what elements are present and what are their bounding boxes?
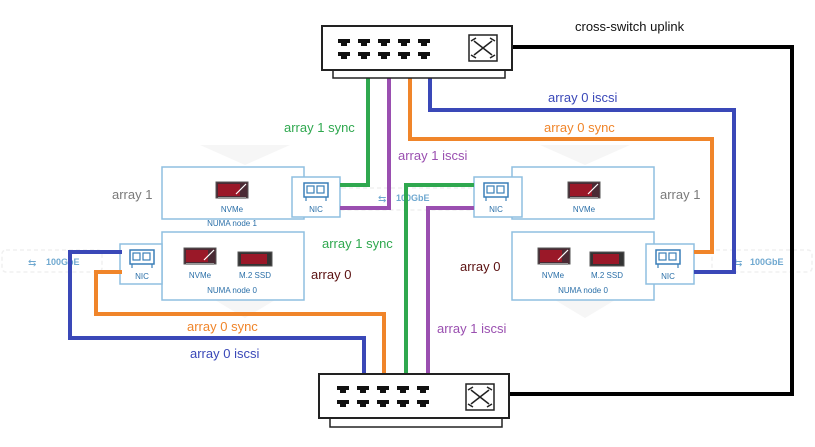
right-server: NVMe NIC NVMe M.2 SSD NIC NUMA node 0 [473,166,695,301]
switch-bottom [318,373,510,428]
array0-sync-top-label: array 0 sync [544,120,615,135]
right-node0-nic-label: NIC [661,272,675,281]
cables [68,45,794,396]
left-node1-nvme-label: NVMe [221,205,244,214]
nvme-card-icon [215,181,249,199]
nvme-card-icon [567,181,601,199]
svg-text:⇆: ⇆ [734,258,742,269]
left-node0-nic-label: NIC [135,272,149,281]
svg-text:⇆: ⇆ [378,194,386,205]
array1-iscsi-bottom-cable [426,206,474,386]
cross-arrows-icon [468,34,498,62]
array1-iscsi-top-cable [340,60,391,210]
right-node0-nvme-label: NVMe [542,271,565,280]
right-node0-caption: NUMA node 0 [558,286,608,295]
array1-iscsi-bottom-label: array 1 iscsi [437,321,506,336]
nvme-card-icon [537,247,571,265]
right-node1-nic-label: NIC [489,205,503,214]
left-node1-caption: NUMA node 1 [207,219,257,228]
right-numa-node-0 [511,231,655,301]
right-side-link-label: 100GbE [750,257,784,267]
array0-sync-top-cable [408,60,714,254]
m2-ssd-icon [589,251,625,267]
right-array0-label: array 0 [460,259,500,274]
svg-text:⇆: ⇆ [28,258,36,269]
array0-sync-bottom-label: array 0 sync [187,319,258,334]
left-node1-nic-label: NIC [309,205,323,214]
left-node0-caption: NUMA node 0 [207,286,257,295]
array0-iscsi-top-label: array 0 iscsi [548,90,617,105]
right-node0-ssd-label: M.2 SSD [591,271,623,280]
left-array1-label: array 1 [112,187,152,202]
array1-sync-top-label: array 1 sync [284,120,355,135]
middle-link-label: 100GbE [396,193,430,203]
left-node0-nvme-label: NVMe [189,271,212,280]
m2-ssd-icon [237,251,273,267]
array1-sync-mid-label: array 1 sync [322,236,393,251]
right-array1-label: array 1 [660,187,700,202]
right-node1-nvme-label: NVMe [573,205,596,214]
left-server: NVMe NUMA node 1 NIC NIC NVMe M.2 SSD NU… [119,166,341,301]
left-node0-ssd-label: M.2 SSD [239,271,271,280]
array0-iscsi-top-cable [428,60,736,274]
left-side-link-label: 100GbE [46,257,80,267]
ethernet-arrow-icon: ⇆ [378,194,386,205]
left-numa-node-0 [161,231,305,301]
array1-sync-top-cable [340,60,370,187]
array0-sync-bottom-cable [94,270,386,386]
array1-sync-mid-cable [404,183,474,386]
array1-iscsi-top-label: array 1 iscsi [398,148,467,163]
cross-arrows-icon [465,383,495,411]
nvme-card-icon [183,247,217,265]
array0-iscsi-bottom-cable [68,250,366,386]
background-decoration [1,145,813,318]
array0-iscsi-bottom-label: array 0 iscsi [190,346,259,361]
ethernet-arrow-icon: ⇆ [28,258,36,269]
ethernet-arrow-icon: ⇆ [734,258,742,269]
cross-switch-uplink-cable [496,45,794,396]
switch-top [321,25,513,79]
left-array0-label: array 0 [311,267,351,282]
cross-switch-uplink-label: cross-switch uplink [575,19,685,34]
